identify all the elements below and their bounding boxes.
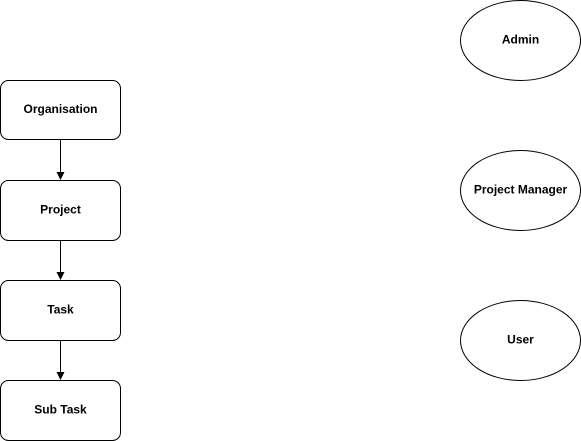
node-task[interactable]: Task — [0, 280, 121, 341]
role-admin-label: Admin — [502, 33, 539, 47]
node-task-label: Task — [47, 303, 74, 317]
role-project-manager-label: Project Manager — [474, 183, 568, 197]
role-user-label: User — [507, 333, 534, 347]
node-organisation-label: Organisation — [23, 102, 97, 116]
role-project-manager[interactable]: Project Manager — [460, 150, 581, 231]
node-sub-task[interactable]: Sub Task — [0, 380, 121, 441]
node-project[interactable]: Project — [0, 180, 121, 241]
role-admin[interactable]: Admin — [460, 0, 581, 81]
role-user[interactable]: User — [460, 300, 581, 381]
node-sub-task-label: Sub Task — [34, 403, 87, 417]
node-organisation[interactable]: Organisation — [0, 80, 121, 140]
node-project-label: Project — [40, 203, 81, 217]
